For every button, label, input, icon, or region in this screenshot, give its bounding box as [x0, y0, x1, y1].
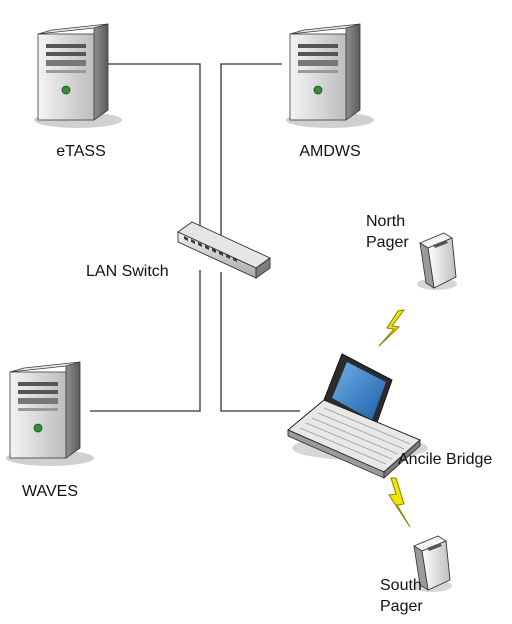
etass-label: eTASS	[56, 143, 106, 160]
amdws-server-icon	[286, 23, 374, 128]
lan-switch-label: LAN Switch	[86, 263, 169, 280]
waves-server-icon	[6, 361, 94, 466]
north-pager-icon	[417, 232, 457, 290]
link-etass-switch	[108, 63, 201, 232]
ancile-bridge-label: Ancile Bridge	[398, 451, 493, 468]
south-pager-label-line1: South	[380, 577, 422, 594]
link-waves-switch	[90, 270, 201, 412]
laptop-icon	[287, 353, 428, 479]
waves-label: WAVES	[21, 483, 78, 500]
wired-links	[90, 63, 300, 412]
north-pager-label-line2: Pager	[366, 234, 409, 251]
north-pager-label-line1: North	[366, 213, 406, 230]
network-switch-icon	[177, 221, 271, 279]
link-switch-ancile	[220, 272, 300, 412]
south-pager-icon	[412, 535, 452, 592]
etass-server-icon	[34, 23, 122, 128]
wireless-link-north-lightning-icon	[378, 309, 406, 347]
link-amdws-switch	[220, 63, 282, 248]
amdws-label: AMDWS	[299, 143, 361, 160]
south-pager-label-line2: Pager	[380, 598, 423, 615]
wireless-link-south-lightning-icon	[388, 477, 411, 528]
